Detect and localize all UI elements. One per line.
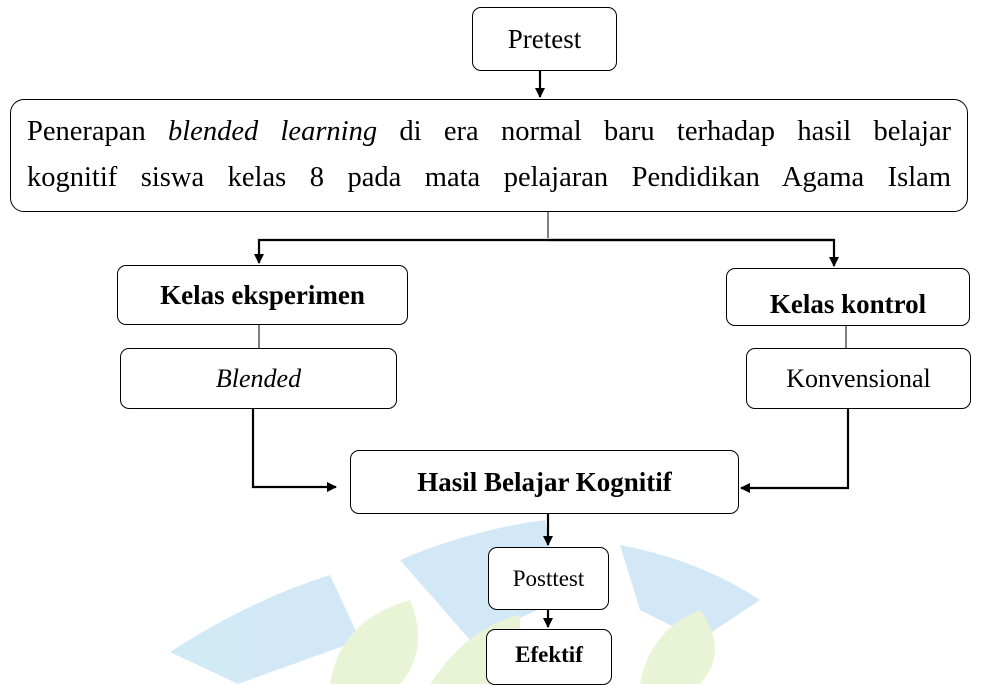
watermark-petal-right (620, 545, 760, 640)
node-main-line-1-italic: blended learning (168, 116, 378, 147)
node-main-line-1: Penerapan blended learning di era normal… (27, 109, 951, 155)
node-main-line-1-post: di era normal baru terhadap hasil belaja… (377, 116, 951, 147)
watermark-leaf-left (330, 600, 418, 684)
node-efektif-label: Efektif (515, 642, 583, 668)
node-konvensional-label: Konvensional (786, 363, 931, 393)
watermark-petal-left (170, 575, 360, 684)
node-kelas-kontrol-label: Kelas kontrol (769, 288, 927, 319)
node-hasil-belajar-kognitif: Hasil Belajar Kognitif (350, 450, 739, 514)
node-posttest-label: Posttest (512, 565, 585, 591)
node-hasil-label: Hasil Belajar Kognitif (417, 466, 672, 497)
node-kelas-eksperimen: Kelas eksperimen (117, 265, 408, 325)
arrow-blended-to-hasil (251, 409, 337, 492)
node-konvensional: Konvensional (746, 348, 971, 409)
node-blended-label: Blended (215, 363, 302, 393)
node-kelas-eksperimen-label: Kelas eksperimen (160, 279, 365, 310)
node-kelas-kontrol: Kelas kontrol (726, 268, 970, 326)
arrow-branch-to-kontrol (548, 238, 839, 267)
node-posttest: Posttest (488, 547, 609, 610)
node-pretest: Pretest (472, 7, 617, 71)
watermark-leaf-right (640, 610, 715, 684)
node-blended: Blended (120, 348, 397, 409)
node-main-line-2: kognitif siswa kelas 8 pada mata pelajar… (27, 162, 951, 193)
arrow-branch-to-eksperimen (254, 238, 834, 264)
arrow-konvensional-to-hasil (740, 409, 850, 493)
node-pretest-label: Pretest (507, 23, 582, 54)
node-main-treatment: Penerapan blended learning di era normal… (10, 99, 968, 212)
node-efektif: Efektif (486, 629, 612, 685)
node-main-line-1-pre: Penerapan (27, 116, 168, 147)
